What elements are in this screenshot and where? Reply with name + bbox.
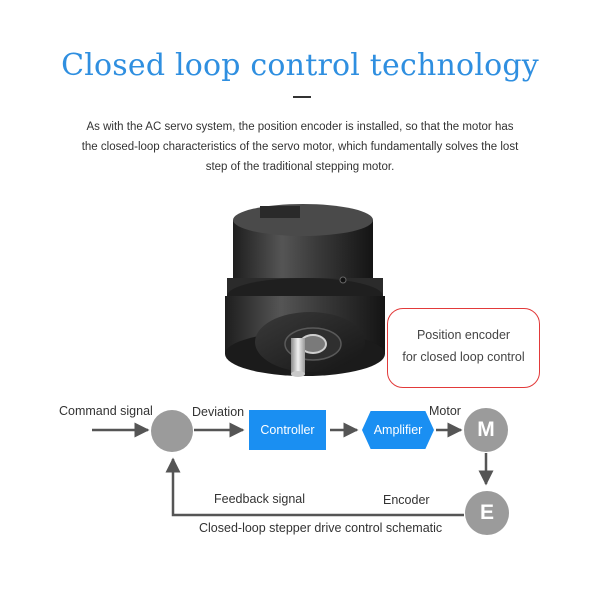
encoder-label: Encoder	[383, 493, 430, 507]
amplifier-block: Amplifier	[362, 411, 434, 449]
title-divider	[293, 96, 311, 98]
encoder-node: E	[465, 491, 509, 535]
motor-node: M	[464, 408, 508, 452]
callout-line-1: Position encoder	[416, 328, 511, 342]
page-title: Closed loop control technology	[61, 48, 539, 83]
description-text: As with the AC servo system, the positio…	[81, 121, 519, 173]
controller-block: Controller	[249, 410, 326, 450]
feedback-signal-label: Feedback signal	[214, 492, 306, 506]
schematic-caption: Closed-loop stepper drive control schema…	[199, 521, 443, 535]
motor-label: Motor	[429, 404, 461, 418]
encoder-callout: Position encoder for closed loop control	[387, 308, 540, 388]
motor-encoder-image	[225, 204, 385, 377]
deviation-label: Deviation	[192, 405, 245, 419]
summing-junction	[151, 410, 193, 452]
command-signal-label: Command signal	[59, 404, 153, 418]
callout-line-2: for closed loop control	[402, 350, 525, 364]
